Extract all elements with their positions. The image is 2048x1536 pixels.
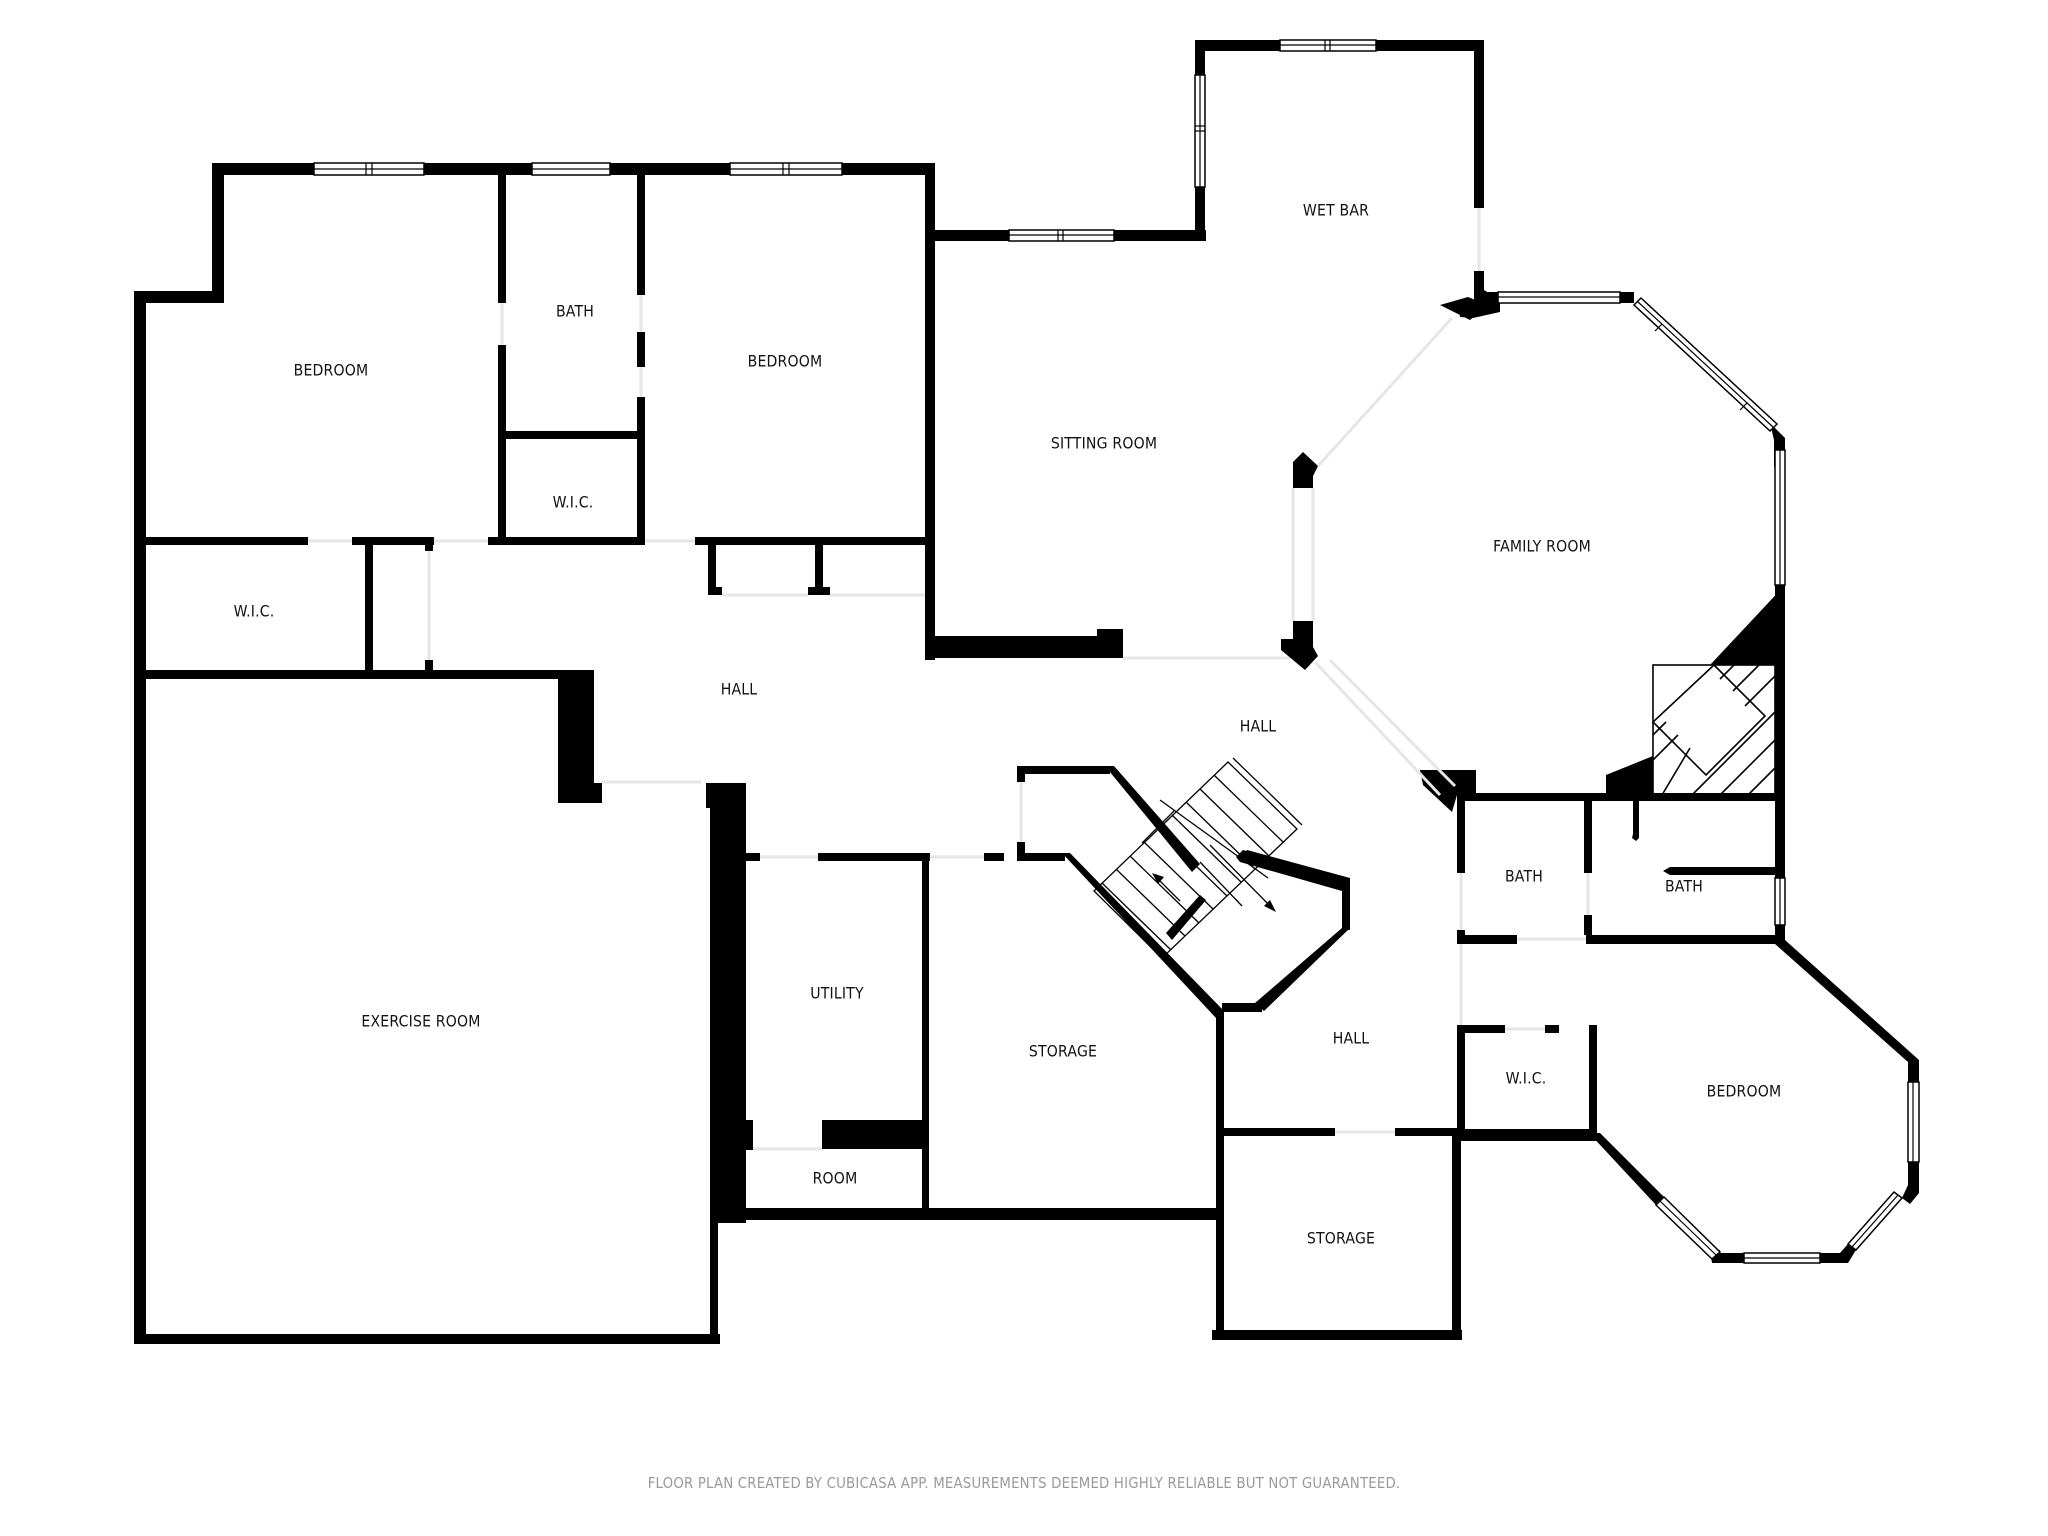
windows-east bbox=[1654, 877, 1920, 1264]
doors-center bbox=[602, 780, 1395, 1151]
room-label-bath-east: BATH bbox=[1504, 866, 1544, 886]
room-label-family-room: FAMILY ROOM bbox=[1493, 536, 1591, 556]
room-label-hall-south: HALL bbox=[1332, 1028, 1370, 1048]
staircase bbox=[1093, 757, 1303, 959]
room-label-room: ROOM bbox=[812, 1168, 858, 1188]
doors-east bbox=[1459, 873, 1590, 1031]
room-label-utility: UTILITY bbox=[810, 983, 864, 1003]
room-label-sitting-room: SITTING ROOM bbox=[1050, 433, 1158, 453]
walls-northwest bbox=[134, 163, 935, 1343]
room-label-wic-west: W.I.C. bbox=[233, 601, 275, 621]
room-label-bath-north: BATH bbox=[555, 301, 595, 321]
walls-sitting-wetbar bbox=[925, 40, 1484, 660]
room-label-bedroom-north: BEDROOM bbox=[747, 351, 823, 371]
walls-east bbox=[1457, 793, 1919, 1263]
room-label-exercise-room: EXERCISE ROOM bbox=[361, 1011, 481, 1031]
walls-family-room bbox=[1281, 290, 1785, 812]
room-label-wet-bar: WET BAR bbox=[1302, 200, 1370, 220]
room-label-bath-east-2: BATH bbox=[1664, 876, 1704, 896]
room-label-hall-west: HALL bbox=[720, 679, 758, 699]
fireplace-hatch bbox=[1651, 663, 1776, 796]
doors-northwest bbox=[308, 295, 925, 660]
room-label-wic-east: W.I.C. bbox=[1505, 1068, 1547, 1088]
windows-sitting-wetbar bbox=[1008, 39, 1377, 242]
room-label-hall-center: HALL bbox=[1239, 716, 1277, 736]
room-label-storage-south: STORAGE bbox=[1306, 1228, 1376, 1248]
openings-sitting-wetbar bbox=[1123, 208, 1481, 660]
disclaimer-footer: FLOOR PLAN CREATED BY CUBICASA APP. MEAS… bbox=[647, 1474, 1401, 1492]
room-label-wic-north: W.I.C. bbox=[552, 492, 594, 512]
room-label-storage-center: STORAGE bbox=[1028, 1041, 1098, 1061]
windows-northwest bbox=[313, 162, 843, 176]
room-label-bedroom-nw: BEDROOM bbox=[293, 360, 369, 380]
windows-family-room bbox=[1497, 291, 1786, 586]
openings-family-room bbox=[1291, 316, 1457, 797]
room-label-bedroom-east: BEDROOM bbox=[1706, 1081, 1782, 1101]
walls-center bbox=[134, 670, 1462, 1344]
